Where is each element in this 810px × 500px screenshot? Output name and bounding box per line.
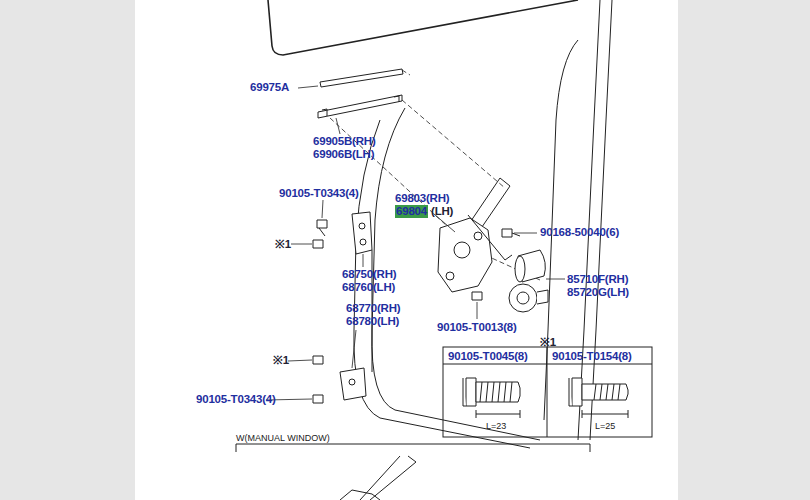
note-mark: ※1 (275, 238, 291, 251)
part-number: 68780(LH) (346, 315, 399, 328)
door-frame (354, 0, 612, 448)
part-number: 90105-T0343(4) (279, 187, 359, 200)
table-cell: 90105-T0045(8) (448, 350, 528, 363)
part-number: 69804 (395, 205, 428, 218)
side-note: (LH) (431, 205, 453, 218)
door-glass (268, 0, 578, 55)
manual-window-section (236, 444, 590, 500)
part-number: 69975A (250, 81, 289, 94)
dimension: L=23 (486, 420, 506, 433)
bolt-figures (463, 378, 628, 418)
part-number: 90105-T0013(8) (437, 321, 517, 334)
note-mark: ※1 (540, 336, 556, 349)
leader-lines (266, 86, 565, 400)
part-number: 68750(RH) (342, 268, 396, 281)
part-number: 68760(LH) (342, 281, 395, 294)
dashed-guides (330, 70, 540, 280)
regulator-motor (509, 250, 548, 312)
section-title: W(MANUAL WINDOW) (236, 432, 330, 445)
part-number: 69906B(LH) (313, 148, 374, 161)
part-number: 68770(RH) (346, 302, 400, 315)
part-number: 90168-50040(6) (540, 226, 619, 239)
part-number: 85720G(LH) (567, 286, 629, 299)
part-number: 69803(RH) (395, 192, 449, 205)
part-number: 85710F(RH) (567, 273, 628, 286)
part-number: 69905B(RH) (313, 135, 376, 148)
bolt-table (443, 347, 652, 437)
glass-run-strips (318, 69, 403, 118)
table-cell: 90105-T0154(8) (552, 350, 632, 363)
part-number: 90105-T0343(4) (196, 393, 276, 406)
dimension: L=25 (595, 420, 615, 433)
note-mark: ※1 (273, 354, 289, 367)
bolts (313, 220, 520, 403)
